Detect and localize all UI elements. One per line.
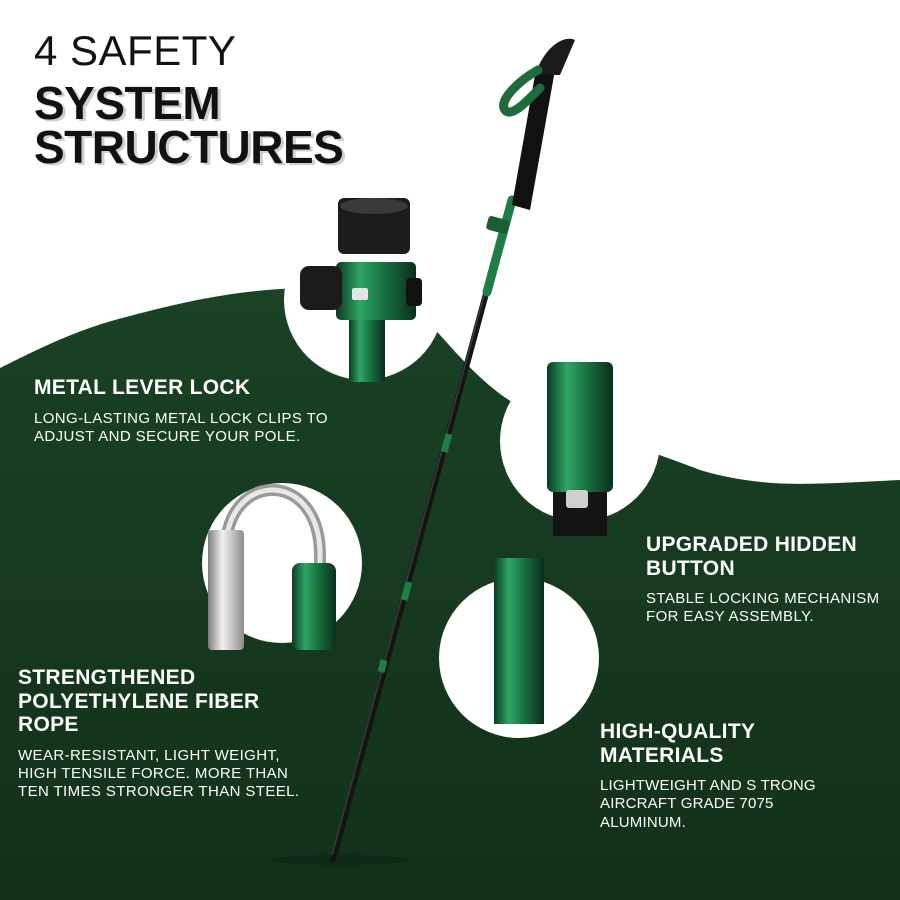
lever-lock-closeup-icon: [284, 198, 444, 382]
hidden-button-closeup-icon: [500, 361, 660, 536]
feature-materials: HIGH-QUALITY MATERIALS LIGHTWEIGHT AND S…: [600, 720, 860, 832]
heading-line-3: STRUCTURES: [34, 121, 344, 173]
heading-line-1: 4 SAFETY: [34, 27, 237, 74]
feature-description: LONG-LASTING METAL LOCK CLIPS TO ADJUST …: [34, 409, 328, 445]
feature-hidden-button: UPGRADED HIDDEN BUTTON STABLE LOCKING ME…: [646, 533, 896, 627]
feature-title: STRENGTHENED POLYETHYLENE FIBER ROPE: [18, 666, 260, 737]
feature-fiber-rope: STRENGTHENED POLYETHYLENE FIBER ROPE WEA…: [18, 666, 318, 801]
feature-description: WEAR-RESISTANT, LIGHT WEIGHT, HIGH TENSI…: [18, 746, 300, 801]
rope-closeup-icon: [202, 483, 362, 650]
feature-description: LIGHTWEIGHT AND S TRONG AIRCRAFT GRADE 7…: [600, 777, 816, 831]
trekking-pole-icon: [330, 38, 575, 863]
heading-line-2: SYSTEM: [34, 77, 221, 129]
feature-description: STABLE LOCKING MECHANISM FOR EASY ASSEMB…: [646, 590, 880, 626]
aluminum-tube-closeup-icon: [439, 558, 599, 738]
feature-title: UPGRADED HIDDEN BUTTON: [646, 533, 858, 580]
feature-metal-lever-lock: METAL LEVER LOCK LONG-LASTING METAL LOCK…: [34, 376, 354, 446]
feature-title: METAL LEVER LOCK: [34, 376, 251, 399]
feature-title: HIGH-QUALITY MATERIALS: [600, 720, 755, 767]
green-hill-background: [0, 287, 900, 900]
